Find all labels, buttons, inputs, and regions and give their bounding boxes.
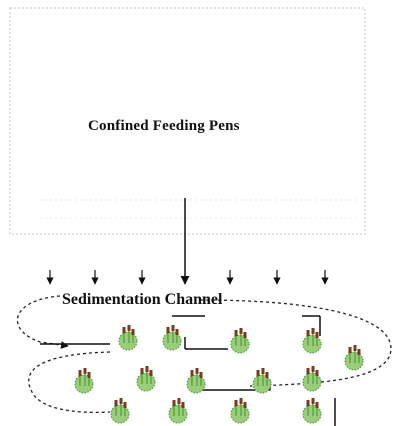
feeding-pens-label: Confined Feeding Pens — [88, 118, 240, 134]
wetland-plant-icon — [118, 325, 138, 351]
wetland-plant-icon — [168, 398, 188, 424]
baffle-lines — [40, 315, 336, 426]
wetland-plant-icon — [186, 368, 206, 394]
wetland-plant-icon — [230, 398, 250, 424]
wetland-plant-icon — [344, 345, 364, 371]
wetland-plant-icon — [162, 325, 182, 351]
channel-loop-left — [28, 351, 111, 414]
wetland-plants — [74, 325, 364, 424]
wetland-plant-icon — [74, 368, 94, 394]
wetland-plant-icon — [252, 368, 272, 394]
wetland-plant-icon — [302, 366, 322, 392]
wetland-plant-icon — [110, 398, 130, 424]
wetland-plant-icon — [230, 328, 250, 354]
runoff-arrows — [46, 270, 329, 285]
channel-loop-top — [16, 295, 69, 349]
channel-loop-right — [199, 299, 392, 387]
wetland-plant-icon — [302, 328, 322, 354]
wetland-plant-icon — [302, 398, 322, 424]
sedimentation-channel-label: Sedimentation Channel — [62, 291, 223, 308]
wetland-plant-icon — [136, 366, 156, 392]
feeding-pens-box — [9, 7, 366, 235]
